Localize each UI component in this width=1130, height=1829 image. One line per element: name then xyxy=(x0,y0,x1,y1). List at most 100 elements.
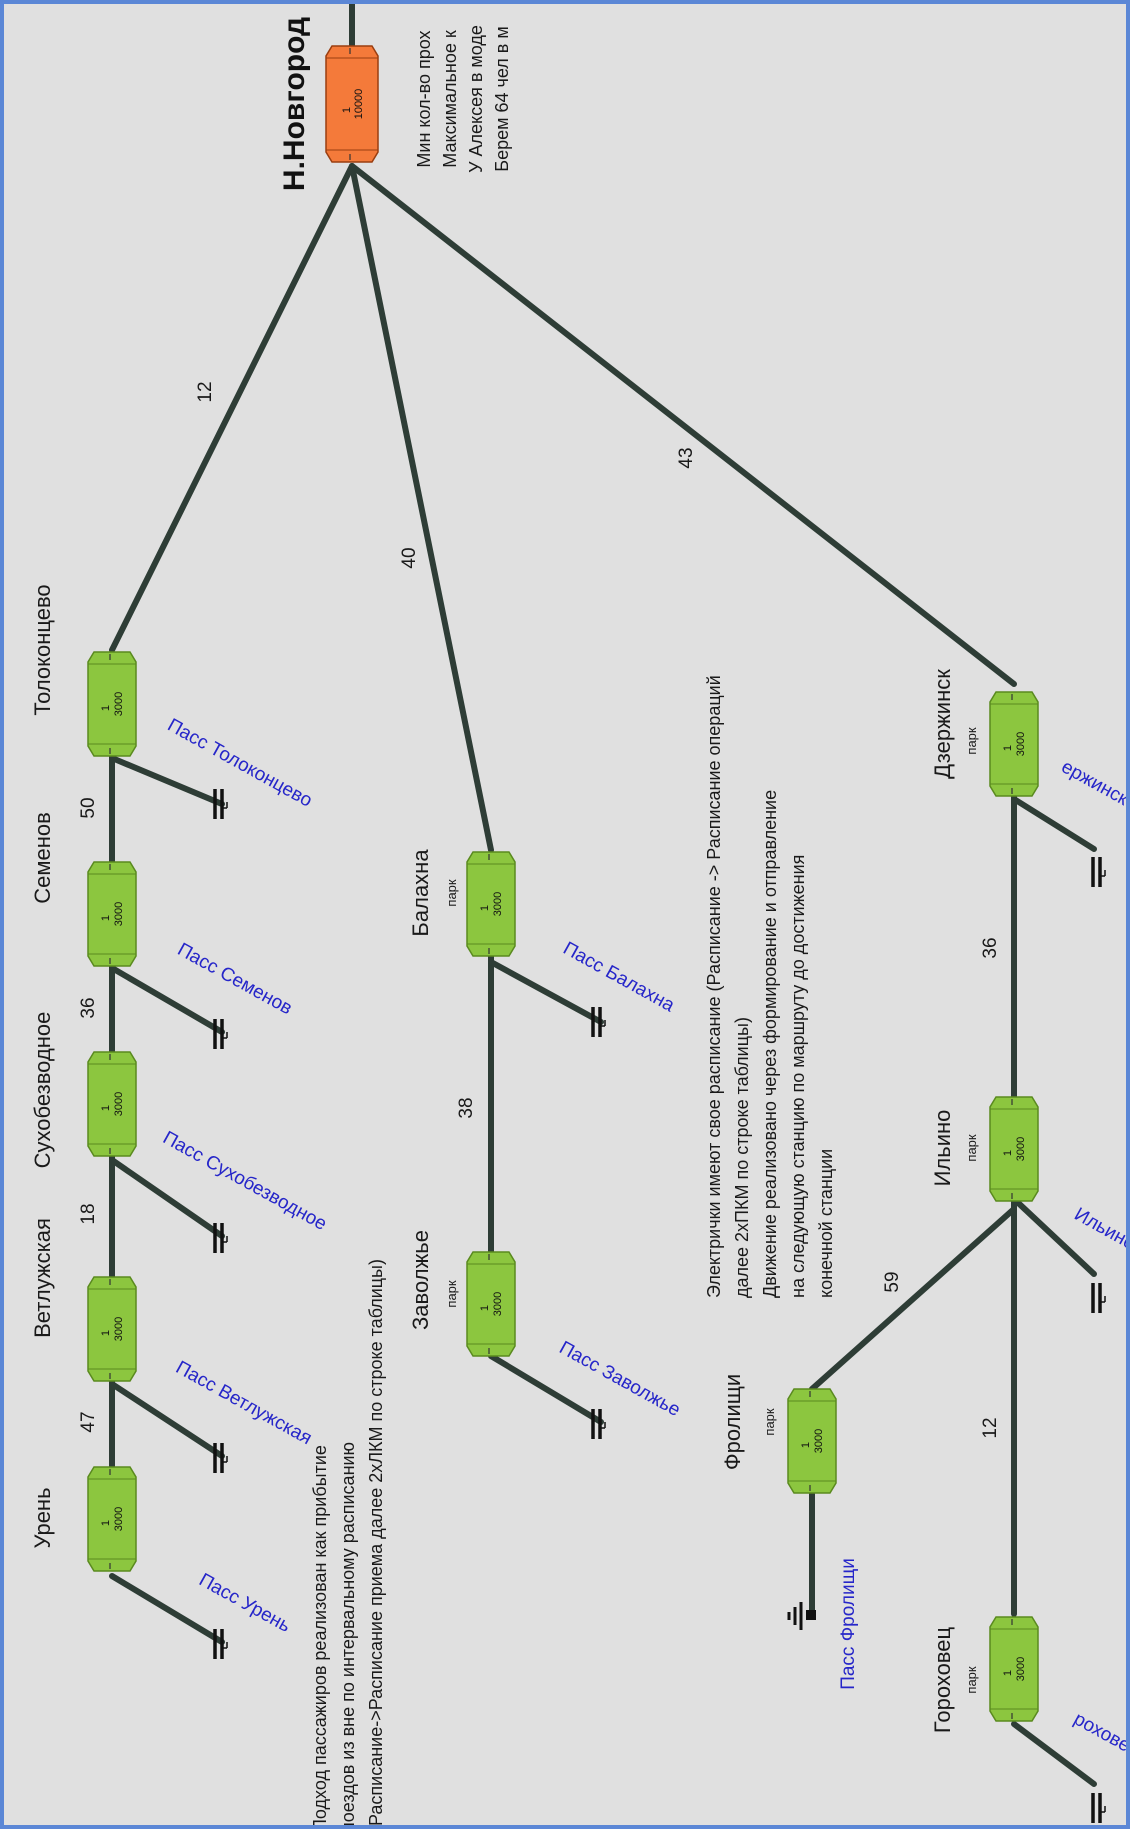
station-name: Дзержинск xyxy=(930,669,955,779)
station-cap-bottom: 3000 xyxy=(492,1292,504,1316)
station-cap-top: 1 xyxy=(100,915,112,921)
station-sub: парк xyxy=(762,1408,777,1435)
passenger-source-icon[interactable] xyxy=(213,1441,229,1475)
station-sub: парк xyxy=(964,1666,979,1693)
distance-label: 36 xyxy=(980,937,1001,958)
distance-labels: 12 40 43 50 36 18 47 38 36 59 12 xyxy=(78,381,1001,1438)
station-cap-top: 1 xyxy=(100,705,112,711)
distance-label: 40 xyxy=(399,547,420,568)
station-cap-top: 1 xyxy=(800,1442,812,1448)
note-train-schedule: Электрички имеют свое расписание (Распис… xyxy=(704,675,836,1298)
station-cap-top: 1 xyxy=(1002,1670,1014,1676)
passenger-source-icon[interactable] xyxy=(1091,1281,1107,1315)
station-cap-bottom: 3000 xyxy=(113,902,125,926)
passenger-source-icon[interactable] xyxy=(1091,855,1107,889)
distance-label: 38 xyxy=(456,1097,477,1118)
note-line: Подход пассажиров реализован как прибыти… xyxy=(310,1445,330,1829)
passenger-label: Пасс Балахна xyxy=(559,938,678,1017)
pass-line-vetluzhskaya xyxy=(109,1381,225,1459)
station-cap-bottom: 3000 xyxy=(1015,1137,1027,1161)
station-name-labels: Толоконцево Семенов Сухобезводное Ветлуж… xyxy=(30,584,955,1733)
passenger-label: Пасс Урень xyxy=(195,1569,294,1636)
distance-label: 59 xyxy=(882,1271,903,1292)
track-hub-dzerzhinsk xyxy=(349,163,1017,687)
pass-line-zavolzhye xyxy=(488,1353,604,1425)
station-cap-top: 1 xyxy=(1002,745,1014,751)
station-cap-bottom: 3000 xyxy=(113,692,125,716)
station-cap-bottom: 3000 xyxy=(113,1507,125,1531)
station-name: Заволжье xyxy=(408,1230,433,1330)
hub-note-line: Мин кол-во прох xyxy=(414,30,434,167)
track-ilyino-frolishchi xyxy=(809,1206,1017,1392)
passenger-label: Ильино xyxy=(1071,1204,1130,1255)
station-name: Урень xyxy=(30,1487,55,1548)
pass-line-ilyino xyxy=(1011,1196,1097,1277)
station-name: Ильино xyxy=(930,1110,955,1187)
passenger-connectors xyxy=(109,755,1097,1787)
hub-note-line: Максимальное к xyxy=(440,30,460,168)
station-cap-bottom: 3000 xyxy=(1015,732,1027,756)
pass-line-dzerzhinsk xyxy=(1011,796,1097,852)
hub-cap-bottom: 10000 xyxy=(353,89,365,120)
pass-line-gorokhovets xyxy=(1011,1721,1097,1787)
note-line: на следующую станцию по маршруту до дост… xyxy=(788,855,808,1298)
note-line: Движение реализовано через формирование … xyxy=(760,790,780,1298)
hub-node-nnovgorod[interactable]: 1 10000 xyxy=(325,45,379,163)
station-cap-bottom: 3000 xyxy=(492,892,504,916)
station-cap-bottom: 3000 xyxy=(113,1317,125,1341)
distance-label: 50 xyxy=(78,797,99,818)
station-cap-top: 1 xyxy=(100,1105,112,1111)
station-name: Толоконцево xyxy=(30,584,55,715)
station-name: Фролищи xyxy=(720,1374,745,1470)
passenger-label: роховец xyxy=(1070,1709,1130,1762)
track-hub-balakhna xyxy=(349,163,494,853)
hub-note: Мин кол-во прох Максимальное к У Алексея… xyxy=(414,25,512,173)
distance-label: 47 xyxy=(78,1411,99,1432)
ground-sink-icon[interactable] xyxy=(787,1602,816,1630)
passenger-source-icon[interactable] xyxy=(1091,1791,1107,1825)
station-sub: парк xyxy=(444,1280,459,1307)
passenger-source-icon[interactable] xyxy=(213,1627,229,1661)
station-name: Семенов xyxy=(30,812,55,904)
pass-line-tolokontsevo xyxy=(109,755,225,807)
note-line: (Расписание->Расписание приема далее 2хЛ… xyxy=(366,1259,386,1829)
distance-label: 12 xyxy=(195,381,216,402)
passenger-source-icon[interactable] xyxy=(213,1221,229,1255)
station-name: Балахна xyxy=(408,849,433,937)
station-name: Гороховец xyxy=(930,1627,955,1734)
station-cap-top: 1 xyxy=(479,1305,491,1311)
station-cap-top: 1 xyxy=(100,1330,112,1336)
passenger-label: Пасс Толоконцево xyxy=(164,715,316,812)
station-sub: парк xyxy=(964,727,979,754)
distance-label: 36 xyxy=(78,997,99,1018)
passenger-source-icon[interactable] xyxy=(213,1017,229,1051)
station-cap-bottom: 3000 xyxy=(113,1092,125,1116)
distance-label: 12 xyxy=(980,1417,1001,1438)
passenger-label: Пасс Сухобезводное xyxy=(159,1127,330,1235)
note-passenger-arrival: Подход пассажиров реализован как прибыти… xyxy=(310,1259,386,1829)
passenger-label: Пасс Семенов xyxy=(174,939,296,1019)
hub-cap-top: 1 xyxy=(341,107,353,113)
station-cap-top: 1 xyxy=(100,1520,112,1526)
distance-label: 18 xyxy=(78,1203,99,1224)
station-sub-labels: парк парк парк парк парк парк xyxy=(444,727,979,1693)
hub-title: Н.Новгород xyxy=(278,17,311,191)
track-hub-tolokontsevo xyxy=(109,163,355,653)
station-sub: парк xyxy=(964,1134,979,1161)
station-cap-top: 1 xyxy=(479,905,491,911)
passenger-label: ержинск xyxy=(1058,756,1130,810)
